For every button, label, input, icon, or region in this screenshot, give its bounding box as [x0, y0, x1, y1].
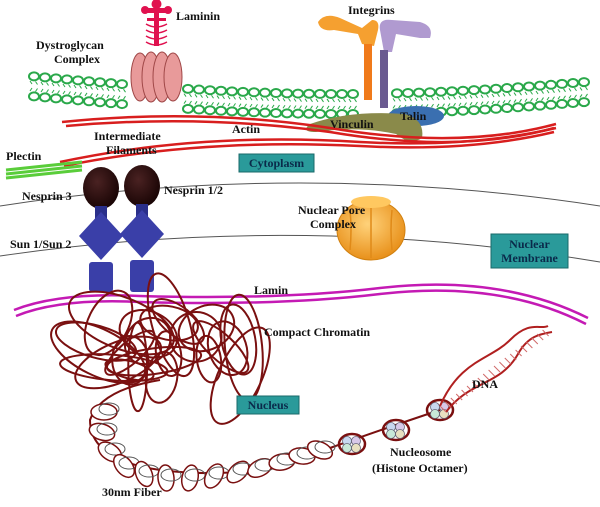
label-plectin: Plectin	[6, 149, 42, 163]
label-actin: Actin	[232, 122, 260, 136]
label-nesprin3: Nesprin 3	[22, 189, 72, 203]
label-nesprin12: Nesprin 1/2	[164, 183, 223, 197]
label-intermediate-1: Intermediate	[94, 129, 161, 143]
label-nucleosome-1: Nucleosome	[390, 445, 452, 459]
nucleus-box: Nucleus	[236, 395, 300, 415]
label-intermediate-2: Filaments	[106, 143, 157, 157]
label-30nm-fiber: 30nm Fiber	[102, 485, 162, 499]
vinculin-shape	[306, 113, 423, 142]
label-npc-1: Nuclear Pore	[298, 203, 366, 217]
plasma-membrane	[28, 71, 590, 119]
nuclear-membrane-label-2: Membrane	[501, 251, 558, 265]
dna-helix-icon	[439, 325, 553, 413]
label-vinculin: Vinculin	[330, 117, 374, 131]
actin-filaments	[59, 114, 557, 168]
compact-chromatin	[50, 272, 271, 425]
label-sun: Sun 1/Sun 2	[10, 237, 71, 251]
nucleosome-icon	[337, 398, 455, 456]
label-dna: DNA	[472, 377, 498, 391]
labels: Laminin Dystroglycan Complex Integrins A…	[6, 3, 498, 499]
label-dystroglycan-1: Dystroglycan	[36, 38, 104, 52]
plectin-filaments	[5, 160, 83, 180]
label-dystroglycan-2: Complex	[54, 52, 100, 66]
nucleus-label: Nucleus	[248, 398, 289, 412]
label-integrins: Integrins	[348, 3, 395, 17]
nuclear-pore-icon	[336, 196, 406, 261]
nesprin-icon	[83, 165, 160, 220]
cytoplasm-label: Cytoplasm	[249, 156, 304, 170]
label-laminin: Laminin	[176, 9, 220, 23]
integrin-icon	[318, 15, 431, 108]
label-nucleosome-2: (Histone Octamer)	[372, 461, 468, 475]
label-talin: Talin	[400, 109, 427, 123]
fiber-30nm	[88, 379, 441, 492]
laminin-icon	[141, 0, 172, 46]
label-compact-chromatin: Compact Chromatin	[264, 325, 370, 339]
cytoplasm-box: Cytoplasm	[238, 153, 315, 173]
lamin-filaments	[13, 283, 589, 326]
nuclear-membrane-label-1: Nuclear	[509, 237, 550, 251]
dystroglycan-icon	[130, 51, 183, 103]
label-npc-2: Complex	[310, 217, 356, 231]
label-lamin: Lamin	[254, 283, 288, 297]
nuclear-membrane-box: Nuclear Membrane	[490, 233, 569, 269]
